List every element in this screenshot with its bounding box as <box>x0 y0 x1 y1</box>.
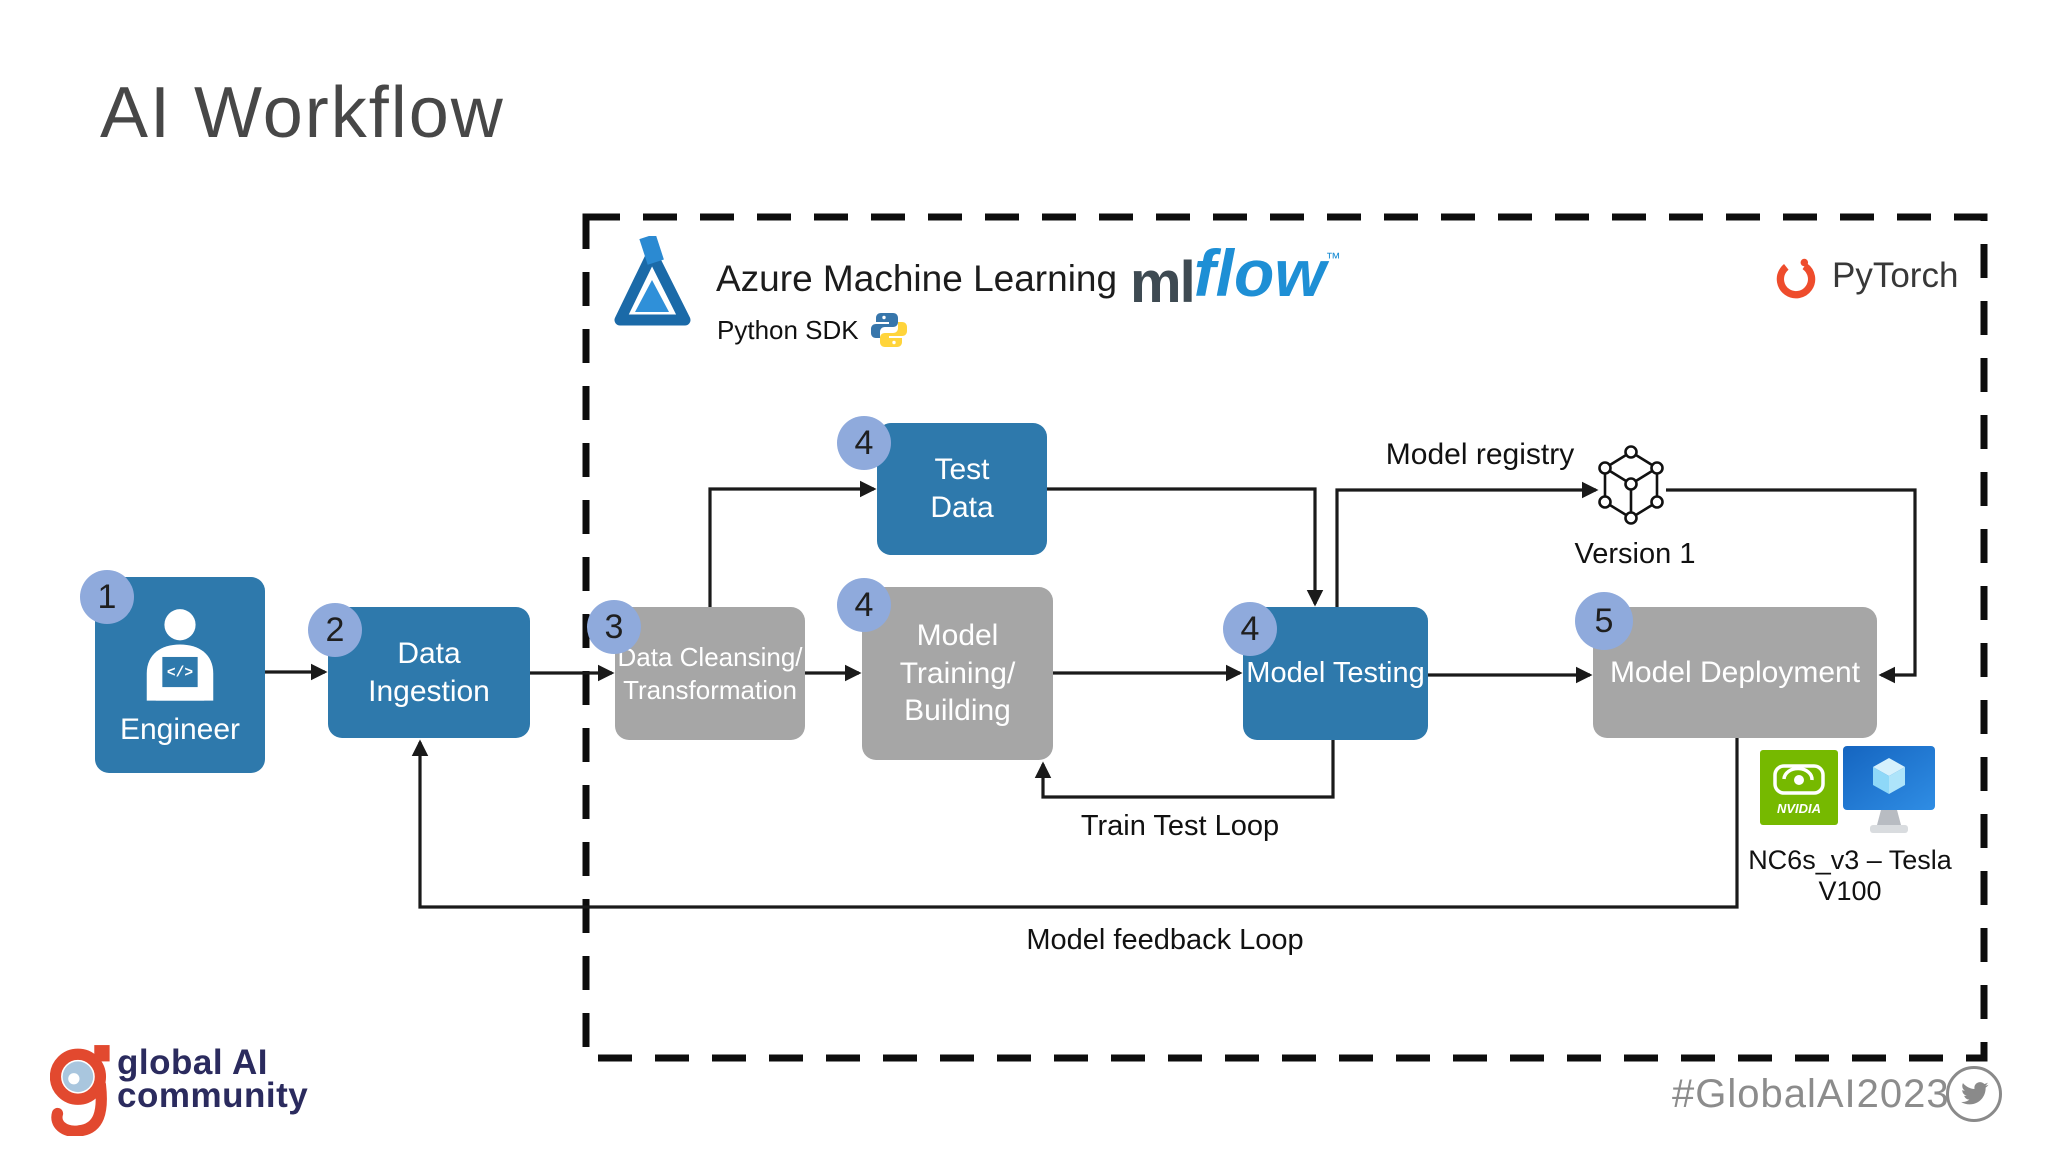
node-label-line: Ingestion <box>368 674 490 708</box>
node-engineer: </> Engineer <box>95 577 265 773</box>
node-label-line: Data <box>930 491 994 524</box>
vm-sku-label: NC6s_v3 – Tesla V100 <box>1748 845 1952 906</box>
step-badge-4-testing: 4 <box>1223 602 1277 656</box>
node-label-line: Building <box>904 694 1011 728</box>
train-test-loop-line <box>1034 740 1335 799</box>
azure-vm-icon <box>1843 746 1935 833</box>
node-label: Model Deployment <box>1609 655 1861 689</box>
node-label: Model Testing <box>1246 657 1425 690</box>
mlflow-logo: ml flow ™ <box>1130 240 1341 312</box>
model-feedback-loop-line <box>411 738 1739 909</box>
model-registry-label: Model registry <box>1385 438 1575 471</box>
node-label-line: Data Cleansing/ <box>617 641 803 672</box>
node-data-cleansing: Data Cleansing/ Transformation <box>615 607 805 740</box>
model-feedback-loop-label: Model feedback Loop <box>1026 924 1304 956</box>
model-version-label: Version 1 <box>1574 538 1696 570</box>
pytorch-label: PyTorch <box>1832 256 1959 295</box>
step-badge-5: 5 <box>1575 592 1633 650</box>
pytorch-logo: PyTorch <box>1770 250 1958 302</box>
global-ai-community-wordmark: global AI community <box>117 1043 309 1115</box>
global-ai-community-logo-mark <box>50 1045 110 1136</box>
node-label-line: Data <box>397 636 461 670</box>
python-icon <box>870 313 907 347</box>
pytorch-flame-icon <box>1776 258 1816 299</box>
arrow-testdata-to-testing <box>1047 487 1324 607</box>
node-label-line: Transformation <box>623 674 797 705</box>
svg-text:NVIDIA: NVIDIA <box>1777 801 1821 816</box>
python-sdk-row: Python SDK <box>717 310 909 350</box>
step-badge-2: 2 <box>308 603 362 657</box>
step-badge-4-test-data: 4 <box>837 416 891 470</box>
arrow-registry-to-deployment <box>1666 488 1917 684</box>
azure-boundary-dashed-box <box>582 213 1988 1062</box>
hashtag-label: #GlobalAI2023 <box>1672 1072 1950 1116</box>
node-label-line: Model <box>916 618 999 652</box>
nvidia-icon: NVIDIA <box>1760 750 1838 825</box>
node-label: Engineer <box>119 713 241 747</box>
twitter-bird-icon <box>1961 1082 1989 1105</box>
node-model-deployment: Model Deployment <box>1593 607 1877 738</box>
engineer-person-laptop-icon: </> <box>146 609 214 701</box>
model-registry-cube-icon <box>1598 445 1664 525</box>
azure-ml-label: Azure Machine Learning <box>716 258 1118 299</box>
brand-line-1: global AI <box>117 1043 268 1082</box>
twitter-badge <box>1946 1066 2002 1122</box>
mlflow-trademark: ™ <box>1325 250 1341 267</box>
step-badge-1: 1 <box>80 570 134 624</box>
node-model-training: Model Training/ Building <box>862 587 1053 760</box>
node-label-line: Training/ <box>899 656 1016 690</box>
mlflow-flow-text: flow <box>1193 236 1326 310</box>
train-test-loop-label: Train Test Loop <box>1080 810 1280 842</box>
python-sdk-label: Python SDK <box>717 314 859 345</box>
brand-line-2: community <box>117 1076 309 1115</box>
arrow-testing-to-registry <box>1335 481 1599 607</box>
step-badge-3: 3 <box>587 600 641 654</box>
arrow-cleansing-to-testdata <box>708 480 877 607</box>
mlflow-ml-text: ml <box>1130 250 1196 315</box>
node-label-line: Test <box>934 453 990 487</box>
page-title: AI Workflow <box>100 73 505 153</box>
azure-ml-logo <box>614 236 691 326</box>
svg-text:</>: </> <box>167 666 193 682</box>
step-badge-4-training: 4 <box>837 578 891 632</box>
node-test-data: Test Data <box>877 423 1047 555</box>
